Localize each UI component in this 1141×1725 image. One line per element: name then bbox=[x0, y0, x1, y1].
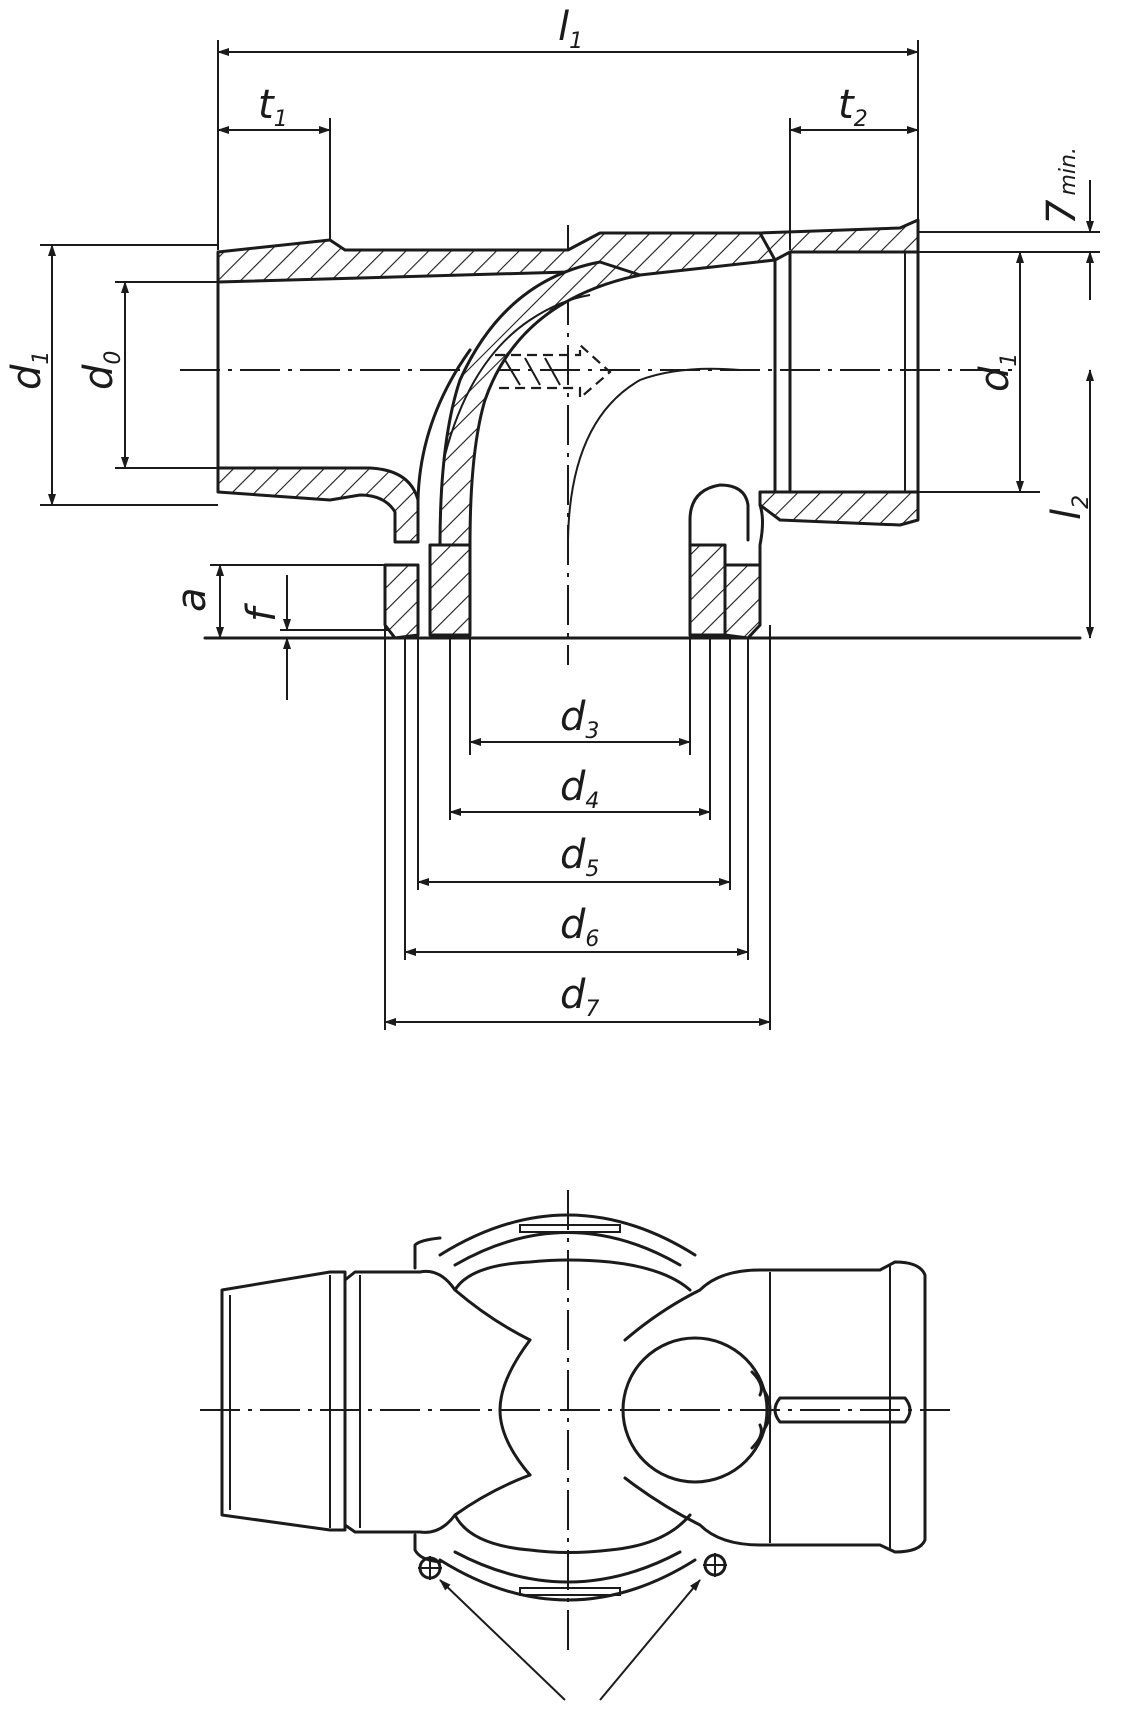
bottom-flange-left bbox=[383, 563, 420, 640]
plan-left-spigot bbox=[220, 1270, 347, 1532]
right-socket-bore bbox=[773, 250, 920, 494]
plan-sphere-rib-bottom bbox=[519, 1587, 621, 1596]
plan-left-body bbox=[343, 1269, 532, 1342]
plan-leader-left bbox=[439, 1579, 566, 1701]
bottom-flange-right bbox=[688, 543, 727, 637]
plan-leader-right bbox=[599, 1579, 701, 1701]
plan-left-body-bottom bbox=[343, 1473, 532, 1534]
bend-flow-line bbox=[567, 367, 741, 541]
plan-sphere-bottom-inner bbox=[453, 1550, 682, 1584]
f-label: f bbox=[239, 602, 285, 622]
d5-label: d5 bbox=[560, 832, 599, 882]
l1-label: l1 bbox=[558, 4, 583, 54]
plan-view bbox=[200, 1190, 950, 1701]
bend-inner-line bbox=[416, 348, 472, 502]
plan-slot bbox=[773, 1396, 912, 1424]
l2-label: l2 bbox=[1044, 495, 1094, 520]
d6-label: d6 bbox=[560, 902, 599, 952]
right-lower-wall bbox=[688, 483, 750, 547]
flow-arrow-hatch bbox=[504, 357, 561, 386]
plan-sphere-rib-top bbox=[519, 1224, 621, 1233]
plan-ball-outline bbox=[453, 1258, 692, 1292]
plan-sphere-top bbox=[438, 1213, 697, 1257]
t2-label: t2 bbox=[838, 82, 868, 132]
right-socket-upper-wall bbox=[758, 218, 920, 262]
d1-left-label: d1 bbox=[4, 351, 54, 390]
plan-sphere-bottom bbox=[438, 1558, 697, 1602]
plan-side-bore bbox=[621, 1336, 769, 1484]
d1-right-label: d1 bbox=[972, 353, 1022, 392]
left-hub-upper-wall bbox=[216, 231, 777, 284]
d4-label: d4 bbox=[560, 764, 599, 814]
bend-thin-arc bbox=[444, 294, 591, 456]
d7-label: d7 bbox=[560, 972, 599, 1022]
a-label: a bbox=[169, 587, 215, 612]
d3-label: d3 bbox=[560, 694, 599, 744]
bottom-flange-left-inner bbox=[428, 543, 472, 637]
wall-min-label: 7min. bbox=[1039, 147, 1085, 225]
right-hub-connector bbox=[758, 503, 764, 627]
right-socket-lower-wall bbox=[758, 490, 920, 527]
left-hub-lower-wall bbox=[216, 466, 420, 544]
bottom-flange-right-outer bbox=[723, 563, 762, 640]
d0-label: d0 bbox=[76, 351, 126, 390]
t1-label: t1 bbox=[258, 82, 288, 132]
section-view: l1 t1 t2 7min. d1 d0 d1 l2 bbox=[4, 4, 1100, 1030]
plan-right-body bbox=[623, 1260, 927, 1554]
flow-arrow bbox=[495, 342, 612, 401]
